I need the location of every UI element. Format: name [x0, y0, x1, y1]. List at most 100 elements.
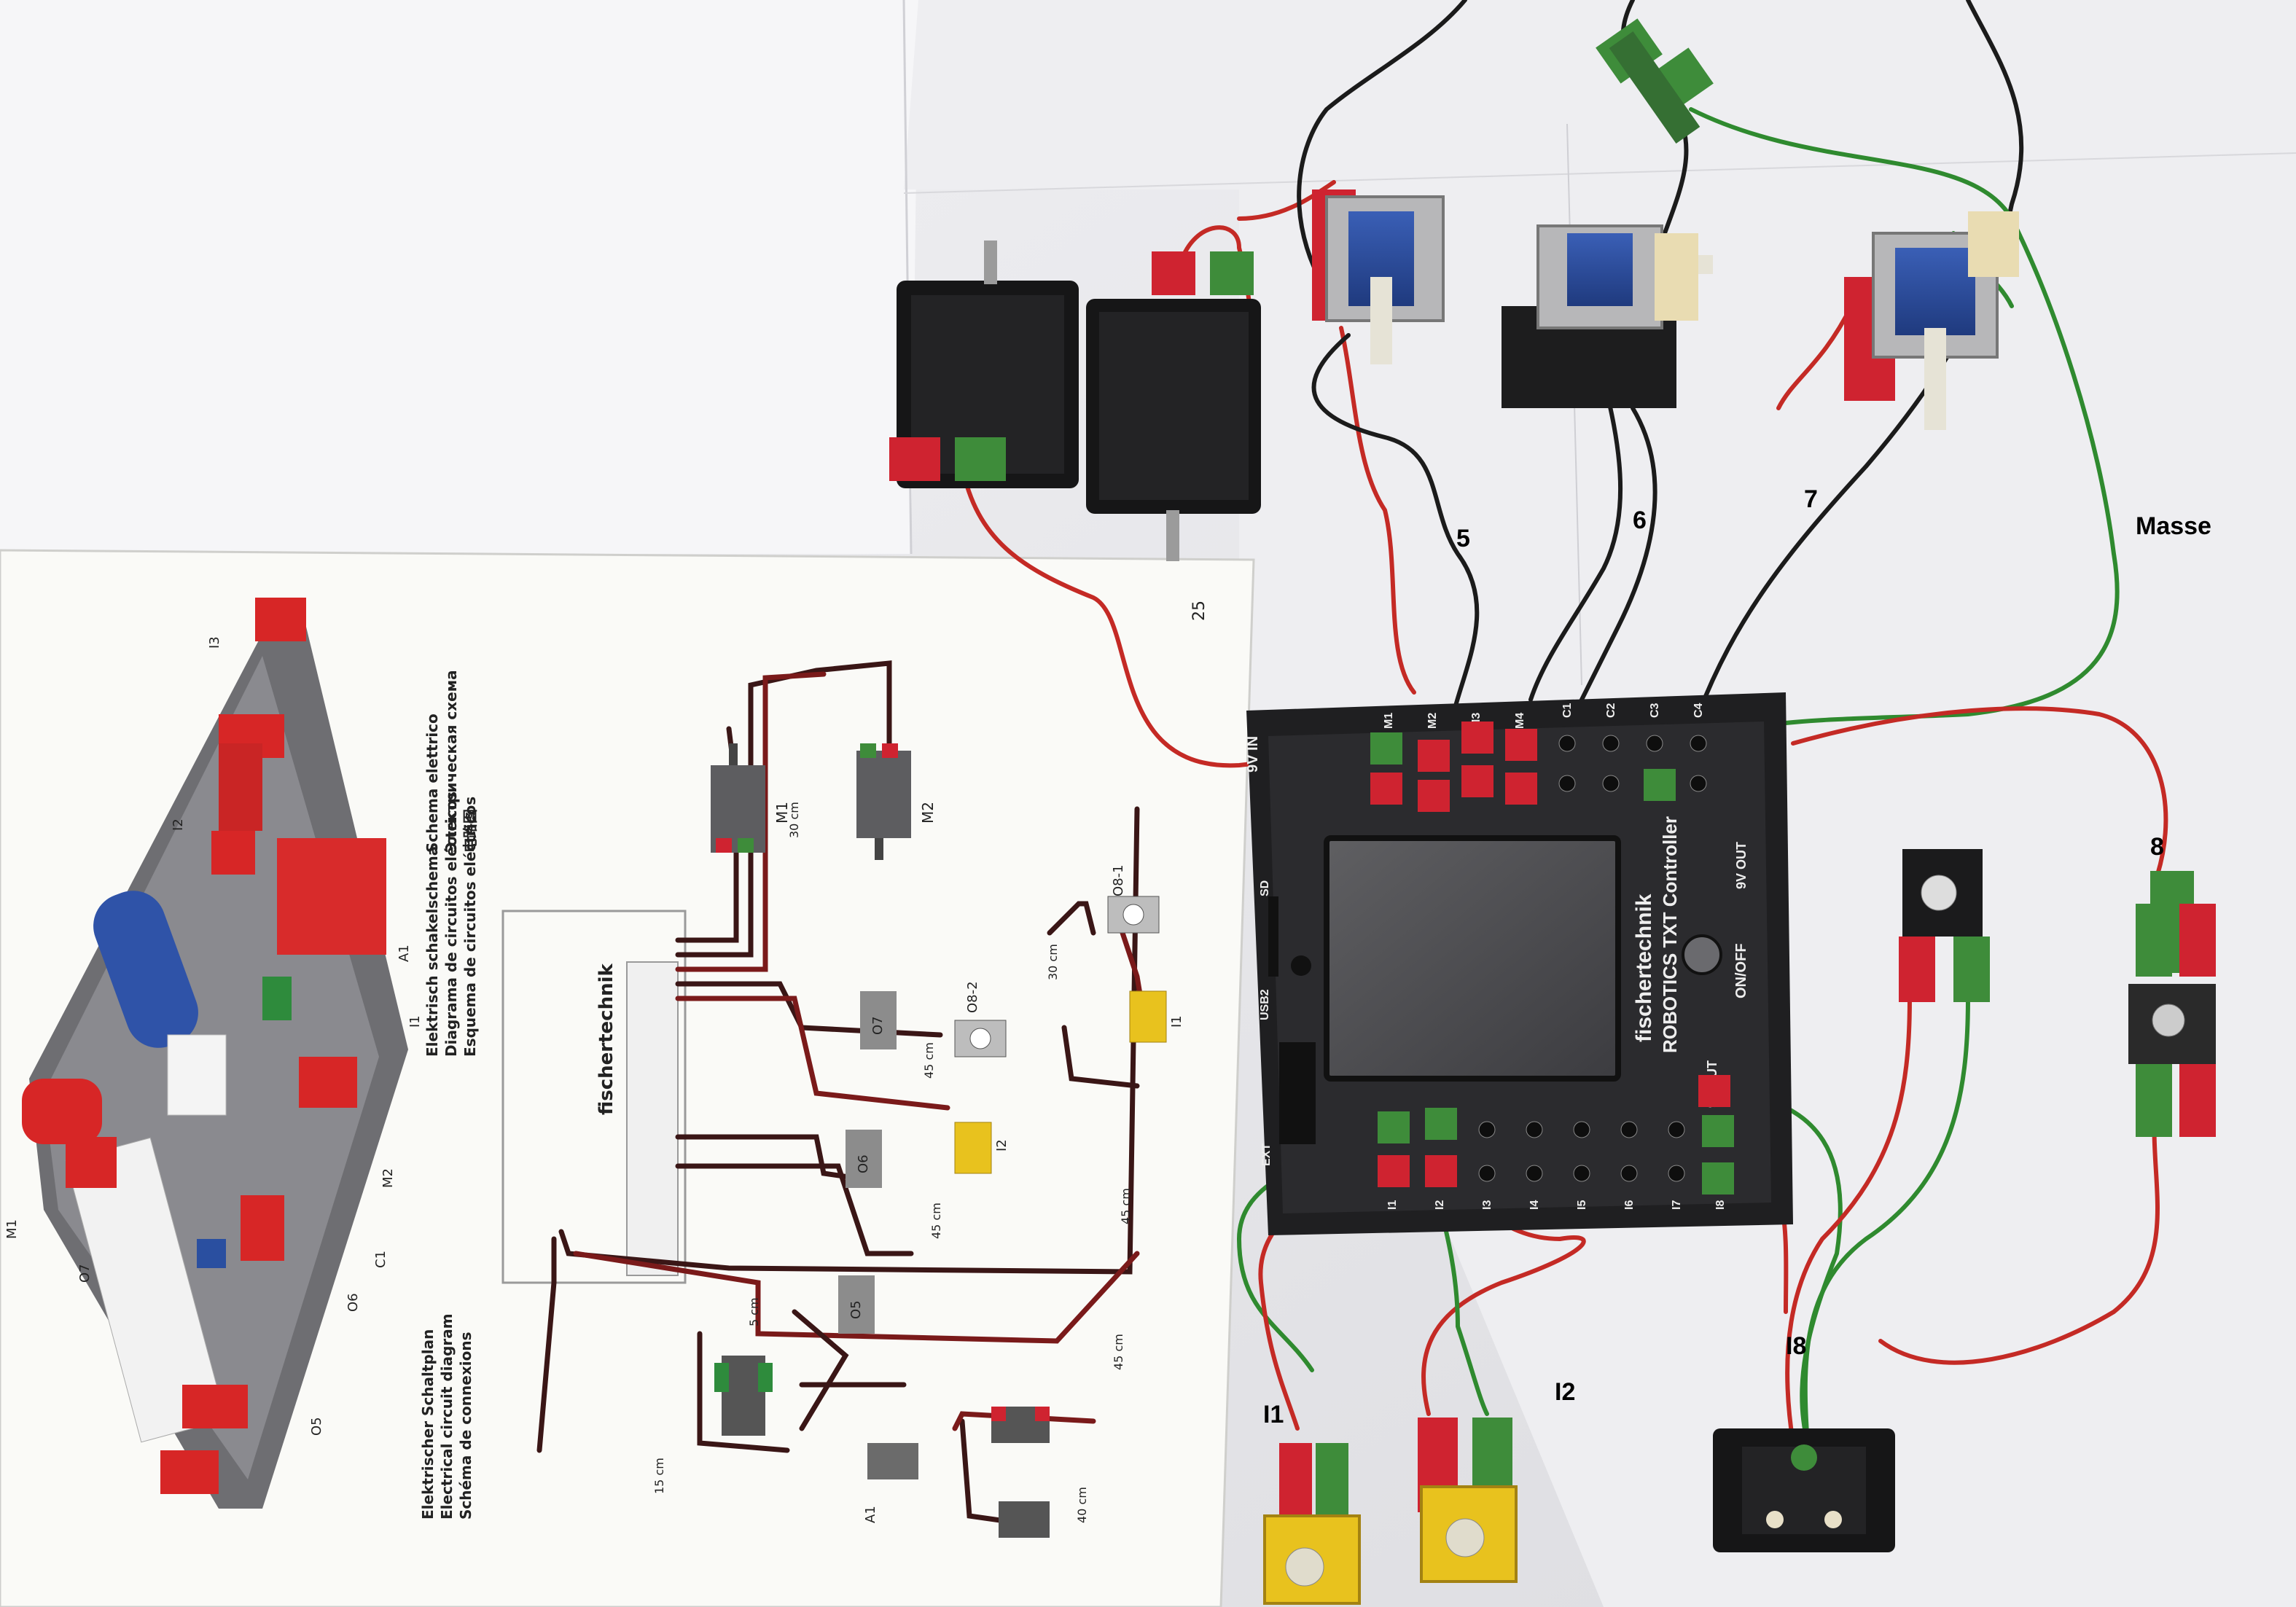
svg-text:O7: O7 [870, 1016, 886, 1035]
svg-text:A1: A1 [397, 945, 412, 962]
label-ground: Masse [2136, 512, 2211, 540]
manual-page: 25 I3 I2 A1 I1 M2 [0, 549, 1255, 1607]
svg-text:C3: C3 [1649, 703, 1661, 718]
label-input-8: I8 [1786, 1332, 1807, 1360]
svg-text:I3: I3 [1481, 1200, 1493, 1210]
onoff-button[interactable] [1682, 934, 1722, 975]
svg-text:I2: I2 [171, 818, 186, 831]
svg-text:I5: I5 [1576, 1200, 1588, 1210]
svg-text:I1: I1 [1386, 1200, 1399, 1210]
svg-text:Diagrama de circuitos eléctric: Diagrama de circuitos eléctricos [442, 791, 460, 1057]
switch-i2 [1418, 1418, 1518, 1583]
camera-port [1291, 955, 1311, 976]
svg-text:M1: M1 [773, 802, 791, 824]
controller-model: ROBOTICS TXT Controller [1659, 816, 1681, 1053]
label-onoff: ON/OFF [1733, 943, 1749, 998]
svg-text:Esquema de circuitos eléctrico: Esquema de circuitos eléctricos [461, 797, 479, 1057]
svg-text:I1: I1 [407, 1015, 423, 1028]
motor-m2 [1086, 251, 1261, 561]
valve-7 [1844, 211, 2019, 430]
label-input-1: I1 [1263, 1401, 1284, 1428]
svg-text:C1: C1 [1561, 703, 1574, 718]
svg-text:I6: I6 [1623, 1200, 1636, 1210]
svg-text:45 cm: 45 cm [1119, 1188, 1133, 1224]
svg-text:40 cm: 40 cm [1075, 1487, 1089, 1523]
svg-text:Elektrisch schakelschema: Elektrisch schakelschema [423, 846, 441, 1057]
svg-text:45 cm: 45 cm [929, 1203, 943, 1239]
valve-6 [1502, 224, 1713, 408]
svg-text:I7: I7 [1671, 1200, 1683, 1210]
counter-socket-labels: C1 C2 C3 C4 [1561, 703, 1705, 718]
label-9v-out-top: 9V OUT [1734, 842, 1749, 889]
svg-text:30 cm: 30 cm [787, 802, 801, 838]
svg-text:30 cm: 30 cm [1046, 944, 1060, 980]
svg-text:A1: A1 [863, 1506, 878, 1523]
svg-text:I2: I2 [1434, 1200, 1446, 1210]
sd-slot [1268, 896, 1278, 977]
svg-text:Электрическая схема: Электрическая схема [442, 670, 460, 853]
svg-text:M2: M2 [1426, 713, 1439, 729]
svg-text:O6: O6 [345, 1293, 361, 1312]
label-sd: SD [1259, 880, 1271, 896]
cable-length-labels: 30 cm 30 cm 45 cm 45 cm 45 cm 45 cm 5 cm… [652, 802, 1133, 1523]
label-output-6: 6 [1633, 507, 1647, 534]
svg-text:fischertechnik: fischertechnik [596, 963, 617, 1115]
svg-text:O5: O5 [309, 1417, 324, 1436]
svg-text:O8-2: O8-2 [965, 981, 980, 1013]
svg-text:I2: I2 [994, 1139, 1010, 1152]
svg-text:M1: M1 [4, 1219, 20, 1239]
lamp-output-8 [2128, 871, 2216, 1137]
switch-i1 [1263, 1443, 1361, 1605]
svg-text:15 cm: 15 cm [652, 1458, 666, 1494]
ground-distributor [1596, 18, 1714, 144]
svg-text:I8: I8 [1714, 1200, 1727, 1210]
svg-text:电路图: 电路图 [461, 809, 479, 853]
label-ext: EXT [1260, 1143, 1273, 1166]
svg-text:5 cm: 5 cm [747, 1297, 761, 1326]
motor-m1 [889, 241, 1079, 488]
txt-controller: fischertechnik ROBOTICS TXT Controller O… [1245, 692, 1793, 1235]
svg-text:I4: I4 [1528, 1200, 1541, 1210]
svg-text:O8-1: O8-1 [1111, 864, 1126, 896]
paper-sheet [0, 0, 918, 554]
manual-page-number: 25 [1190, 601, 1208, 621]
input-socket-labels: I1 I2 I3 I4 I5 I6 I7 I8 [1386, 1200, 1727, 1210]
label-usb: USB2 [1259, 989, 1271, 1020]
label-input-2: I2 [1555, 1378, 1576, 1406]
lamp-upper [1899, 849, 1990, 1002]
svg-text:C1: C1 [373, 1251, 388, 1268]
circuit-schematic: fischertechnik [501, 660, 1184, 1538]
svg-text:45 cm: 45 cm [1112, 1334, 1125, 1370]
svg-text:M1: M1 [1383, 713, 1395, 729]
controller-display [1324, 835, 1621, 1082]
output-sockets [1558, 735, 1707, 792]
schematic-titles: Elektrisch schakelschema Diagrama de cir… [419, 670, 479, 1520]
svg-text:Elektrischer Schaltplan: Elektrischer Schaltplan [419, 1329, 437, 1520]
svg-text:O6: O6 [856, 1154, 871, 1173]
svg-text:M2: M2 [380, 1168, 396, 1188]
svg-text:M4: M4 [1514, 713, 1526, 729]
label-output-5: 5 [1456, 525, 1470, 552]
svg-text:Schema elettrico: Schema elettrico [423, 713, 441, 853]
label-output-7: 7 [1804, 485, 1818, 513]
label-output-8: 8 [2150, 833, 2164, 861]
svg-text:Schéma de connexions: Schéma de connexions [457, 1332, 475, 1520]
svg-text:I1: I1 [1169, 1015, 1184, 1028]
svg-text:O7: O7 [77, 1264, 93, 1283]
model-illustration-labels: I3 I2 A1 I1 M2 C1 O6 O7 O5 M1 [4, 636, 423, 1436]
svg-text:M2: M2 [919, 802, 937, 824]
model-illustration [22, 598, 408, 1509]
plugs [1370, 722, 1734, 1195]
svg-text:C4: C4 [1692, 703, 1705, 718]
svg-text:Electrical circuit diagram: Electrical circuit diagram [438, 1313, 456, 1520]
label-9v-in: 9V IN [1245, 736, 1261, 773]
svg-text:O5: O5 [848, 1300, 864, 1319]
controller-brand: fischertechnik [1632, 894, 1656, 1042]
valve-5 [1312, 189, 1445, 364]
svg-text:I3: I3 [207, 636, 222, 649]
ext-port [1279, 1042, 1316, 1144]
svg-text:C2: C2 [1605, 703, 1617, 718]
sensor-i8 [1713, 1428, 1895, 1552]
svg-text:45 cm: 45 cm [922, 1042, 936, 1079]
